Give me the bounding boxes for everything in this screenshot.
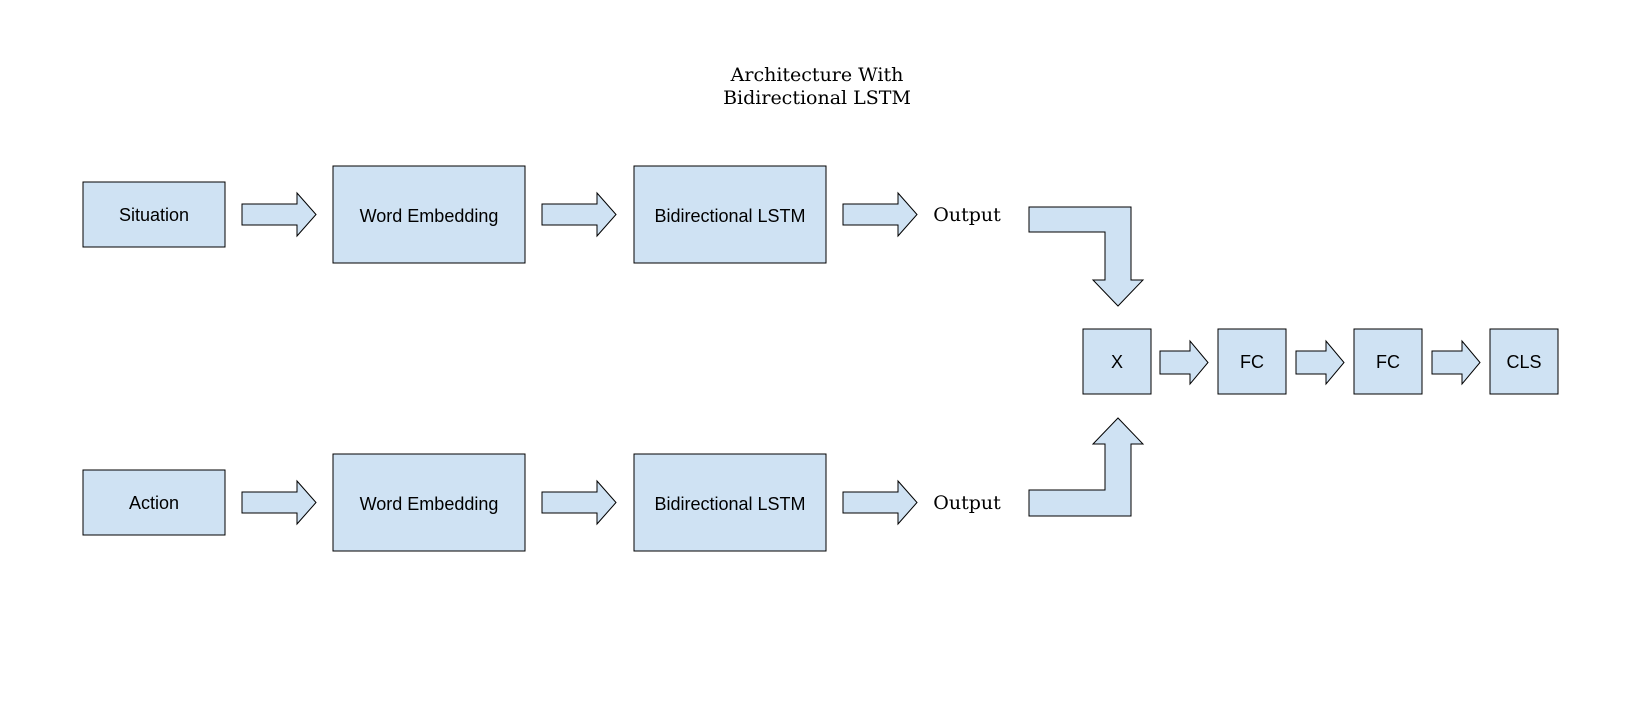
word-embedding-label-top: Word Embedding xyxy=(360,206,499,226)
cls-box xyxy=(1489,328,1559,395)
action-label: Action xyxy=(129,493,179,513)
right-arrow-icon xyxy=(241,479,317,526)
situation-box xyxy=(82,181,226,248)
bilstm-box-bottom xyxy=(633,453,827,552)
situation-label: Situation xyxy=(119,205,189,225)
fc-label-2: FC xyxy=(1376,352,1400,372)
output-label-bottom: Output xyxy=(933,492,1001,514)
fc-box-1 xyxy=(1217,328,1287,395)
right-arrow-icon xyxy=(842,479,918,526)
top-branch: Situation Word Embedding Bidirectional L… xyxy=(82,165,1145,307)
bent-up-arrow-icon xyxy=(1028,417,1145,517)
bottom-branch: Action Word Embedding Bidirectional LSTM… xyxy=(82,417,1145,552)
action-box xyxy=(82,469,226,536)
bilstm-box-top xyxy=(633,165,827,264)
diagram-title-line-1: Architecture With xyxy=(730,64,904,86)
right-arrow-icon xyxy=(541,191,617,238)
right-arrow-icon xyxy=(1295,339,1345,386)
cls-label: CLS xyxy=(1506,352,1541,372)
word-embedding-box-bottom xyxy=(332,453,526,552)
right-arrow-icon xyxy=(842,191,918,238)
diagram-title-line-2: Bidirectional LSTM xyxy=(723,87,911,109)
bent-down-arrow-icon xyxy=(1028,206,1145,307)
merge-box xyxy=(1082,328,1152,395)
bilstm-label-top: Bidirectional LSTM xyxy=(654,206,805,226)
bilstm-label-bottom: Bidirectional LSTM xyxy=(654,494,805,514)
merge-label: X xyxy=(1111,352,1123,372)
word-embedding-box-top xyxy=(332,165,526,264)
right-arrow-icon xyxy=(1431,339,1481,386)
right-arrow-icon xyxy=(241,191,317,238)
word-embedding-label-bottom: Word Embedding xyxy=(360,494,499,514)
fc-box-2 xyxy=(1353,328,1423,395)
right-arrow-icon xyxy=(1159,339,1209,386)
output-label-top: Output xyxy=(933,204,1001,226)
fc-label-1: FC xyxy=(1240,352,1264,372)
classifier-head: X FC FC CLS xyxy=(1082,328,1559,395)
right-arrow-icon xyxy=(541,479,617,526)
